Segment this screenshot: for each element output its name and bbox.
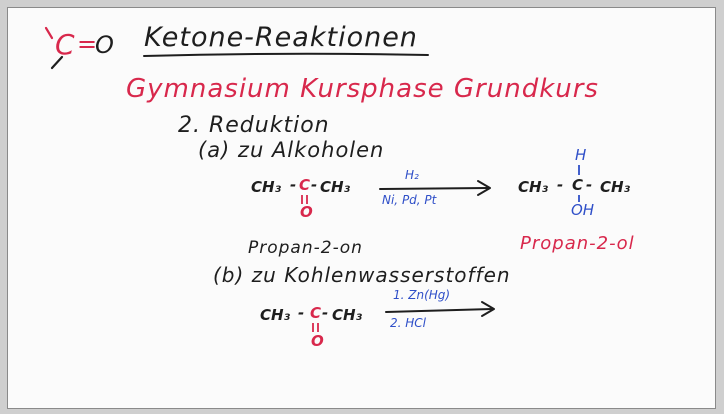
carbonyl-strokes <box>44 26 429 70</box>
part-b-label: (b) zu Kohlenwasserstoffen <box>213 263 511 287</box>
part-a-product-right: CH₃ <box>600 178 631 196</box>
part-a-product-bond-2: - <box>586 176 593 194</box>
part-a-bond-1: - <box>290 176 297 194</box>
part-a-reactant-center: C <box>299 176 311 194</box>
carbonyl-carbon: C <box>55 28 75 61</box>
part-b-reactant-left: CH₃ <box>260 306 291 324</box>
part-a-reagent-top: H₂ <box>405 168 419 182</box>
part-b-reactant-center: C <box>310 304 322 322</box>
whiteboard: C = O Ketone-Reaktionen Gymnasium Kursph… <box>7 7 716 409</box>
part-b-reagent-top: 1. Zn(Hg) <box>393 288 451 302</box>
part-a-bond-2: - <box>311 176 318 194</box>
section-heading: 2. Reduktion <box>178 113 330 138</box>
part-a-reagent-bottom: Ni, Pd, Pt <box>382 193 437 207</box>
part-a-product-left: CH₃ <box>518 178 549 196</box>
page-title: Ketone-Reaktionen <box>144 22 418 53</box>
carbonyl-oxygen: O <box>95 31 114 59</box>
part-a-reactant-o: O <box>300 203 313 221</box>
part-a-product-center: C <box>572 176 584 194</box>
part-b-bond-2: - <box>322 304 329 322</box>
part-a-reactant-name: Propan-2-on <box>248 238 363 258</box>
page-subtitle: Gymnasium Kursphase Grundkurs <box>126 74 599 104</box>
part-b-reagent-bottom: 2. HCl <box>390 316 426 330</box>
part-a-reactant-left: CH₃ <box>251 178 282 196</box>
part-b-bond-1: - <box>298 304 305 322</box>
part-a-reactant-right: CH₃ <box>320 178 351 196</box>
carbonyl-double-bond: = <box>77 30 98 58</box>
part-a-product-bond-1: - <box>557 176 564 194</box>
part-b-reactant-right: CH₃ <box>332 306 363 324</box>
part-a-product-name: Propan-2-ol <box>520 233 635 254</box>
part-a-label: (a) zu Alkoholen <box>198 138 385 162</box>
part-a-product-oh: OH <box>571 201 595 219</box>
part-a-product-h: H <box>575 146 587 164</box>
reaction-arrows <box>301 165 580 332</box>
part-b-reactant-o: O <box>311 332 324 350</box>
